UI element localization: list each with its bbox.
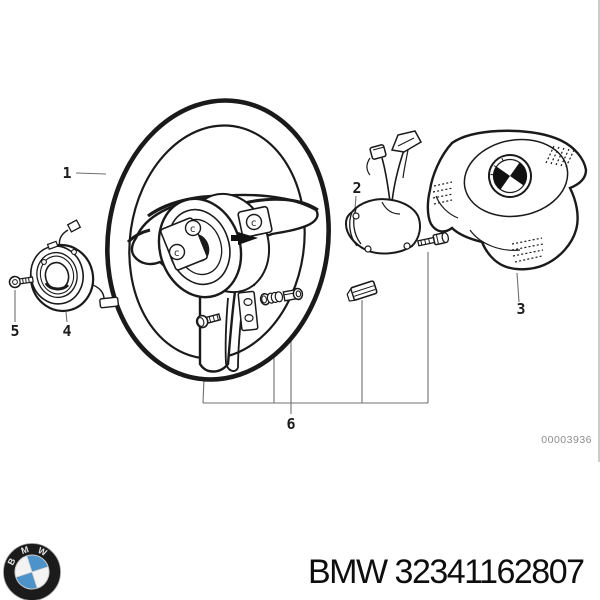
part-callout-4: 4 [62,322,71,340]
mounting-bolt [417,232,450,247]
logo-letter-b: B [6,556,18,567]
part-number-label: BMW 32341162807 [308,553,585,592]
lower-spoke-column [224,290,259,372]
fastener-screw [195,313,222,329]
spring-washer-screw [259,291,284,306]
slip-ring-connector [66,219,82,233]
hub-mark: c [251,218,257,229]
screw-part-5 [8,275,34,289]
part-callout-3: 3 [516,300,525,318]
slip-ring [29,219,119,313]
slip-ring-plug [99,296,119,309]
bmw-logo: B M W [3,543,61,600]
logo-letter-m: M [20,544,30,556]
parts-diagram: c c c [8,0,600,462]
hub-mark: c [190,224,196,235]
part-callout-6: 6 [286,415,295,433]
hub-mark: c [174,248,180,259]
spoke-plates: c c c [160,205,273,271]
hex-nut [282,287,304,302]
drawing-number: 00003936 [541,434,592,446]
direction-arrow-icon [231,232,258,245]
airbag-module [426,129,588,271]
brand-text: BMW [308,553,388,591]
vent-hatching [432,145,575,263]
part-number-text: 32341162807 [394,553,585,591]
steering-wheel: c c c [105,98,331,382]
part-callout-2: 2 [352,179,361,197]
bmw-emblem-drawing [488,154,532,198]
clip-part [346,280,378,302]
part-callout-5: 5 [10,322,19,340]
cover-part-2 [344,198,421,255]
harness-connector-small [369,144,387,160]
part-callout-1: 1 [62,164,71,182]
wiring-harness [366,130,423,203]
